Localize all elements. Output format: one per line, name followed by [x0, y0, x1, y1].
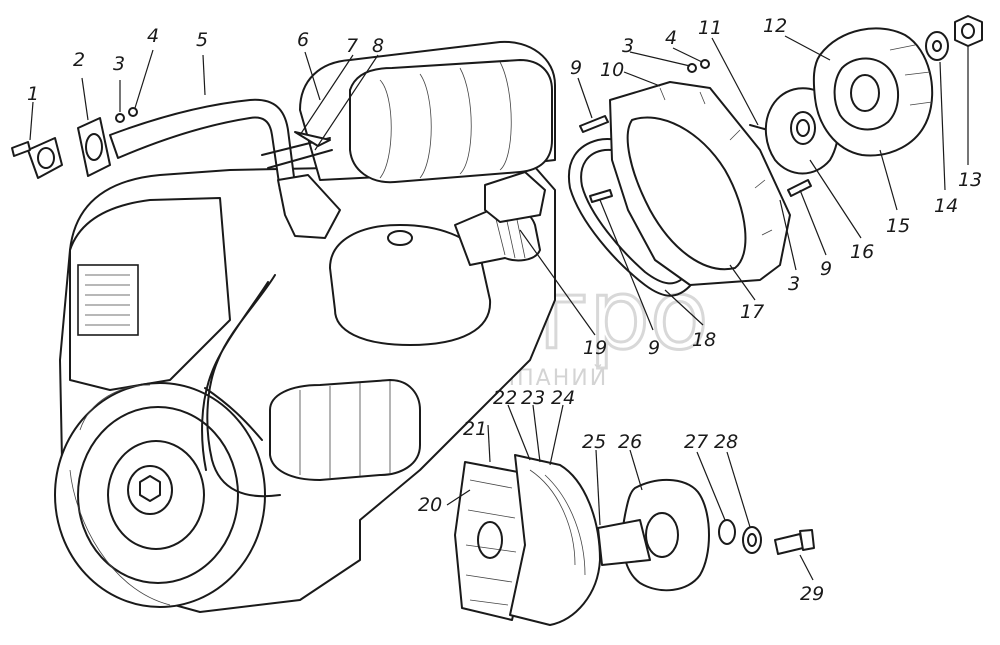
- label-10: 10: [600, 59, 624, 81]
- bolts-9: [579, 115, 812, 203]
- part-29-bolt: [774, 529, 815, 555]
- part-27-28-washers: [718, 519, 762, 554]
- label-18: 18: [692, 329, 716, 351]
- label-3-right: 3: [622, 35, 634, 57]
- label-9-bottom: 9: [648, 337, 660, 359]
- label-16: 16: [850, 241, 874, 263]
- label-4: 4: [147, 25, 159, 47]
- label-3-lower: 3: [788, 273, 800, 295]
- label-24: 24: [551, 387, 575, 409]
- label-9-top: 9: [570, 57, 582, 79]
- label-12: 12: [763, 15, 787, 37]
- label-26: 26: [618, 431, 642, 453]
- part-22-24-cover: [509, 454, 601, 626]
- label-3: 3: [113, 53, 125, 75]
- label-2: 2: [73, 49, 85, 71]
- label-27: 27: [684, 431, 708, 453]
- label-7: 7: [346, 35, 358, 57]
- part-2-gasket: [77, 117, 111, 177]
- part-26-shaft-coupling: [597, 478, 710, 592]
- label-13: 13: [958, 169, 982, 191]
- part-labels: 1 2 3 4 5 6 7 8 9 10 11 12 13 14 15 16 1…: [27, 15, 982, 605]
- label-29: 29: [800, 583, 824, 605]
- label-22: 22: [493, 387, 517, 409]
- label-17: 17: [740, 301, 764, 323]
- label-4-right: 4: [665, 27, 677, 49]
- leader-lines: [29, 35, 969, 581]
- label-11: 11: [698, 17, 722, 39]
- label-28: 28: [714, 431, 738, 453]
- label-14: 14: [934, 195, 958, 217]
- label-5: 5: [196, 29, 208, 51]
- part-15-coupling: [812, 27, 934, 157]
- label-6: 6: [297, 29, 309, 51]
- part-13-nut: [954, 15, 983, 47]
- part-7-8-clamp: [261, 131, 333, 169]
- label-8: 8: [372, 35, 384, 57]
- label-9-right: 9: [820, 258, 832, 280]
- label-15: 15: [886, 215, 910, 237]
- label-20: 20: [418, 494, 442, 516]
- label-1: 1: [27, 83, 39, 105]
- label-19: 19: [583, 337, 607, 359]
- part-1-flange: [11, 137, 63, 179]
- label-25: 25: [582, 431, 606, 453]
- label-23: 23: [521, 387, 545, 409]
- part-3-4-washers: [115, 59, 710, 123]
- label-21: 21: [463, 418, 487, 440]
- part-17-housing: [609, 81, 791, 286]
- engine-assembly: [54, 40, 556, 613]
- part-14-washer: [925, 31, 949, 61]
